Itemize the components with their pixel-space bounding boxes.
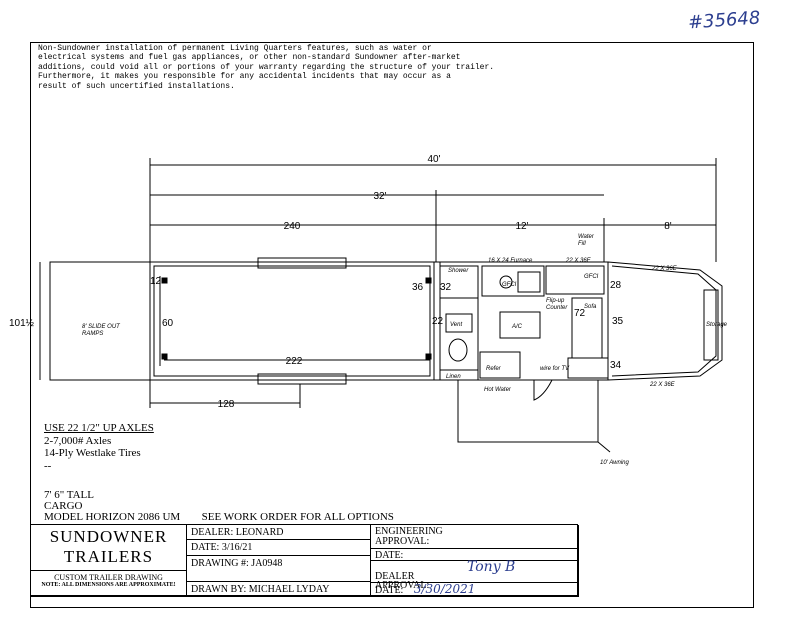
label-linen: Linen xyxy=(446,374,461,380)
dim-128: 128 xyxy=(218,399,235,410)
trailer-info: 7' 6" TALL CARGO MODEL HORIZON 2086 UM S… xyxy=(44,490,394,523)
label-shower: Shower xyxy=(448,268,469,274)
label-storage: Storage xyxy=(706,322,728,328)
dim-12: 12' xyxy=(515,221,528,232)
dim-8: 8' xyxy=(664,221,672,232)
approx-note: NOTE: ALL DIMENSIONS ARE APPROXIMATE! xyxy=(41,582,176,588)
axles-text: 2-7,000# Axles xyxy=(44,434,112,447)
axle-specs: USE 22 1/2" UP AXLES 2-7,000# Axles 14-P… xyxy=(44,422,154,472)
label-furnace: 16 X 24 Furnace xyxy=(488,258,533,264)
label-gfci: GFCI xyxy=(584,274,599,280)
label-gfci-kitchen: GFCI xyxy=(502,282,517,288)
title-block: SUNDOWNER TRAILERS CUSTOM TRAILER DRAWIN… xyxy=(30,524,579,597)
brand-cell: SUNDOWNER TRAILERS xyxy=(31,525,187,571)
work-order-note: SEE WORK ORDER FOR ALL OPTIONS xyxy=(201,511,394,523)
label-vent: Vent xyxy=(450,322,462,328)
label-ac: A/C xyxy=(511,324,523,330)
dim-12-side: 12 xyxy=(150,276,162,287)
dim-240: 240 xyxy=(284,221,301,232)
drawing-date: DATE: 3/16/21 xyxy=(187,540,371,556)
dim-overall: 40' xyxy=(427,154,440,165)
dim-36: 36 xyxy=(412,282,424,293)
dim-34: 34 xyxy=(610,360,622,371)
dim-60: 60 xyxy=(162,318,174,329)
dealer-date-label: DATE: xyxy=(375,585,404,596)
engineering-approval: ENGINEERING APPROVAL: xyxy=(371,525,579,549)
label-sofa: Sofa xyxy=(584,304,597,310)
trailer-model: MODEL HORIZON 2086 UM xyxy=(44,511,181,523)
specs-dash: -- xyxy=(44,459,52,472)
dealer-name: DEALER: LEONARD xyxy=(187,525,371,540)
brand-line2: TRAILERS xyxy=(63,547,154,566)
brand-line1: SUNDOWNER xyxy=(49,527,168,546)
dim-32b: 32 xyxy=(440,282,452,293)
label-window-bottom: 22 X 36E xyxy=(649,382,676,388)
drawing-type: CUSTOM TRAILER DRAWING xyxy=(54,573,163,582)
dealer-approval: DEALER APPROVAL: xyxy=(375,571,430,591)
dealer-approval-cell: DEALER APPROVAL: Tony B xyxy=(371,559,579,591)
dim-222: 222 xyxy=(286,356,303,367)
dealer-date-cell: DATE: 3/30/2021 xyxy=(371,583,579,597)
dim-22: 22 xyxy=(432,316,444,327)
label-hot-water: Hot Water xyxy=(484,387,512,393)
drawing-frame xyxy=(30,42,754,608)
label-awning: 10' Awning xyxy=(600,460,629,466)
dim-32: 32' xyxy=(373,191,386,202)
drawing-number: DRAWING #: JA0948 xyxy=(187,556,371,582)
tires-text: 14-Ply Westlake Tires xyxy=(44,447,141,459)
dim-28: 28 xyxy=(610,280,622,291)
engineering-date: DATE: xyxy=(371,549,579,561)
label-refer: Refer xyxy=(486,366,502,372)
label-window-top: 22 X 36E xyxy=(565,258,592,264)
label-wire-tv: wire for TV xyxy=(540,366,570,372)
axles-heading: USE 22 1/2" UP AXLES xyxy=(44,422,154,434)
trailer-model-row: MODEL HORIZON 2086 UM SEE WORK ORDER FOR… xyxy=(44,512,394,523)
drawing-type-cell: CUSTOM TRAILER DRAWING NOTE: ALL DIMENSI… xyxy=(31,571,187,597)
warranty-notice: Non-Sundowner installation of permanent … xyxy=(38,44,495,91)
dim-101: 101½ xyxy=(9,318,35,329)
dim-72: 72 xyxy=(574,308,586,319)
dealer-signature: Tony B xyxy=(467,559,516,575)
dim-35: 35 xyxy=(612,316,624,327)
label-window-nose: 22 X 36E xyxy=(651,266,678,272)
dealer-date-value: 3/30/2021 xyxy=(413,582,476,596)
drawn-by: DRAWN BY: MICHAEL LYDAY xyxy=(187,582,371,597)
trailer-type: CARGO xyxy=(44,500,83,512)
trailer-height: 7' 6" TALL xyxy=(44,489,94,501)
